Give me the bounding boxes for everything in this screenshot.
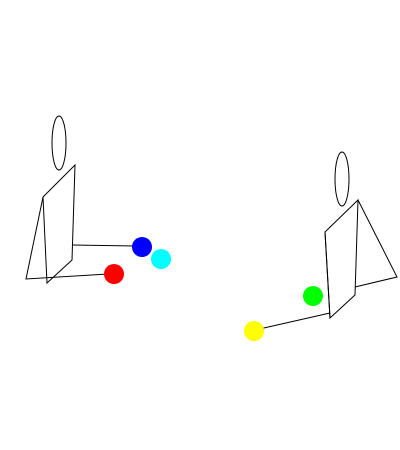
left-figure: [25, 115, 137, 285]
left-figure-head: [51, 115, 67, 171]
left-figure-arm: [71, 244, 137, 247]
left-figure-torso: [42, 163, 76, 285]
right-figure-back-line: [324, 231, 331, 319]
right-figure-arm: [254, 312, 331, 331]
left-figure-leg: [25, 196, 109, 280]
blue-ball: [132, 237, 152, 257]
right-figure-torso: [324, 198, 359, 320]
red-ball: [104, 264, 124, 284]
yellow-ball: [244, 321, 264, 341]
green-ball: [303, 286, 323, 306]
right-figure: [254, 151, 398, 331]
cyan-ball: [151, 249, 171, 269]
right-figure-head: [334, 151, 350, 207]
right-figure-leg: [354, 199, 398, 288]
